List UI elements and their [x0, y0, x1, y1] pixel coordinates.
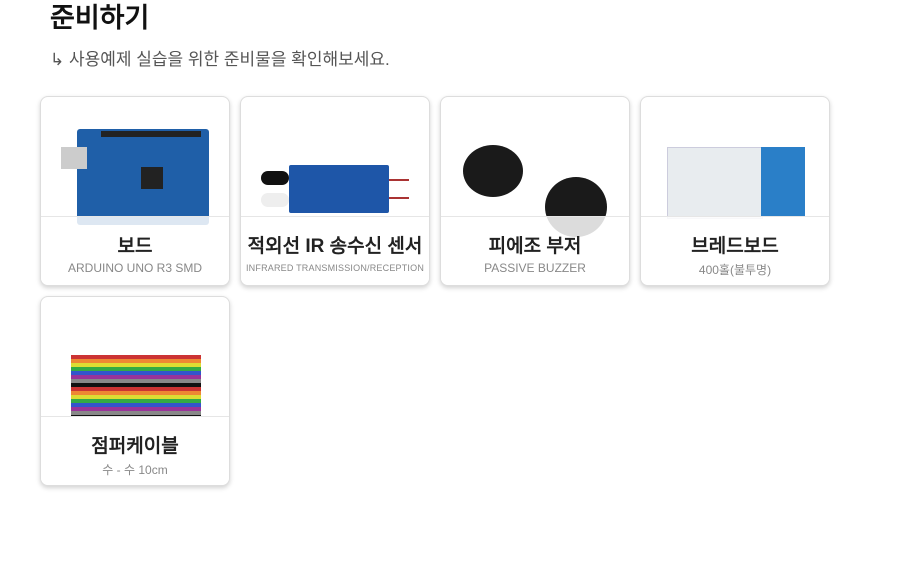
item-desc: ARDUINO UNO R3 SMD [67, 261, 202, 275]
page-subtitle: ↳ 사용예제 실습을 위한 준비물을 확인해보세요. [50, 50, 390, 69]
item-name: 점퍼케이블 [91, 436, 179, 457]
jumper-cable-image [41, 297, 229, 437]
item-desc: 400홀(불투명) [698, 263, 772, 277]
arduino-board-image [41, 97, 229, 237]
page-title: 준비하기 [50, 3, 150, 33]
item-desc: PASSIVE BUZZER [484, 261, 586, 275]
item-desc: 수 - 수 10cm [102, 463, 168, 477]
breadboard-image [641, 97, 829, 237]
item-desc: INFRARED TRANSMISSION/RECEPTION [245, 263, 425, 273]
item-card-breadboard[interactable]: 브레드보드 400홀(불투명) [640, 96, 830, 286]
item-card-board[interactable]: 보드 ARDUINO UNO R3 SMD [40, 96, 230, 286]
item-name: 브레드보드 [691, 236, 779, 257]
ir-sensor-image [241, 97, 429, 237]
item-card-ir-sensor[interactable]: 적외선 IR 송수신 센서 INFRARED TRANSMISSION/RECEP… [240, 96, 430, 286]
item-card-buzzer[interactable]: 피에조 부저 PASSIVE BUZZER [440, 96, 630, 286]
item-name: 보드 [117, 236, 153, 257]
item-name: 피에조 부저 [488, 236, 582, 257]
item-name: 적외선 IR 송수신 센서 [247, 236, 423, 257]
